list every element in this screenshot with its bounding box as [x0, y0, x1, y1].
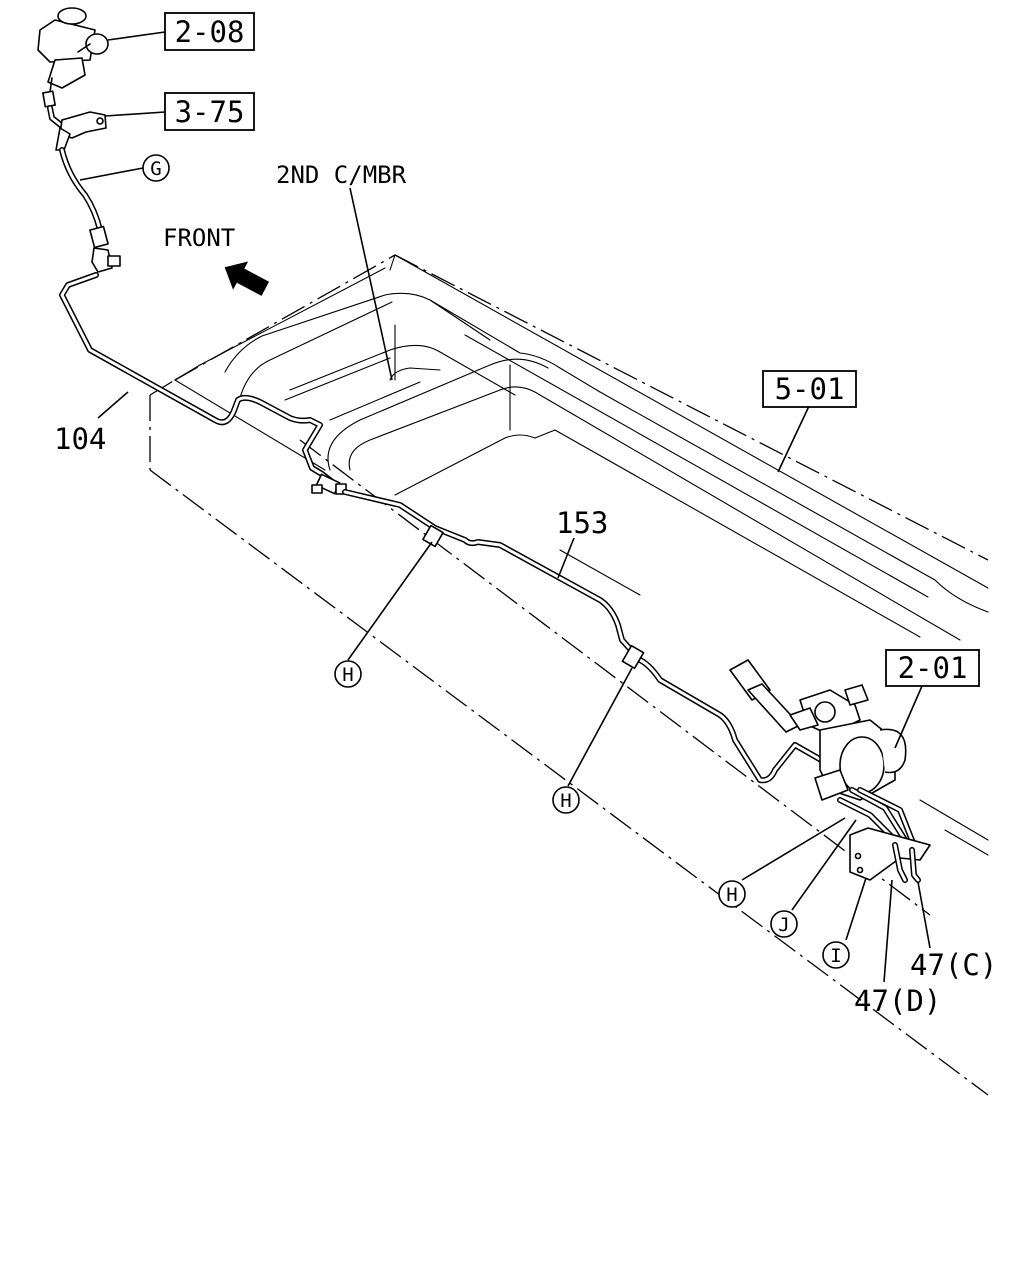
- pipe-bracket-3-75: [55, 111, 107, 151]
- callout-h-2: H: [552, 786, 580, 814]
- svg-text:J: J: [778, 914, 789, 936]
- flexible-hose-g: [59, 147, 121, 273]
- svg-text:H: H: [342, 664, 353, 686]
- callout-h-3: H: [718, 880, 746, 908]
- leader-lines: [79, 31, 931, 983]
- front-arrow: [224, 261, 270, 296]
- ref-label-2-01: 2-01: [898, 651, 968, 685]
- cross-member-2nd: [174, 254, 989, 856]
- brake-pipe-104: [59, 272, 343, 491]
- master-cylinder: [37, 7, 109, 129]
- part-number-104: 104: [54, 422, 106, 456]
- chassis-frame-phantom: [149, 254, 989, 1096]
- ref-label-3-75: 3-75: [175, 95, 245, 129]
- callout-j: J: [770, 910, 798, 938]
- ref-box-3-75: [164, 92, 255, 131]
- valve-assembly: [729, 659, 918, 851]
- callout-i: I: [822, 941, 850, 969]
- ref-box-5-01: [762, 370, 857, 408]
- svg-text:H: H: [726, 884, 737, 906]
- pipe-clips: [422, 524, 645, 670]
- callout-h-1: H: [334, 660, 362, 688]
- pipe-joint: [311, 473, 347, 495]
- svg-text:G: G: [150, 158, 161, 180]
- part-number-153: 153: [556, 506, 608, 540]
- part-number-47c: 47(C): [910, 948, 997, 982]
- svg-text:H: H: [560, 790, 571, 812]
- bracket-i: [849, 827, 931, 883]
- ref-box-2-01: [885, 649, 980, 687]
- part-number-47d: 47(D): [854, 984, 941, 1018]
- callout-g: G: [142, 154, 170, 182]
- ref-label-2-08: 2-08: [175, 15, 245, 49]
- note-2nd-cross-member: 2ND C/MBR: [276, 161, 407, 189]
- svg-text:I: I: [830, 945, 841, 967]
- note-front: FRONT: [163, 224, 235, 252]
- ref-label-5-01: 5-01: [775, 372, 845, 406]
- ref-box-2-08: [164, 12, 255, 51]
- brake-pipe-153: [342, 489, 848, 793]
